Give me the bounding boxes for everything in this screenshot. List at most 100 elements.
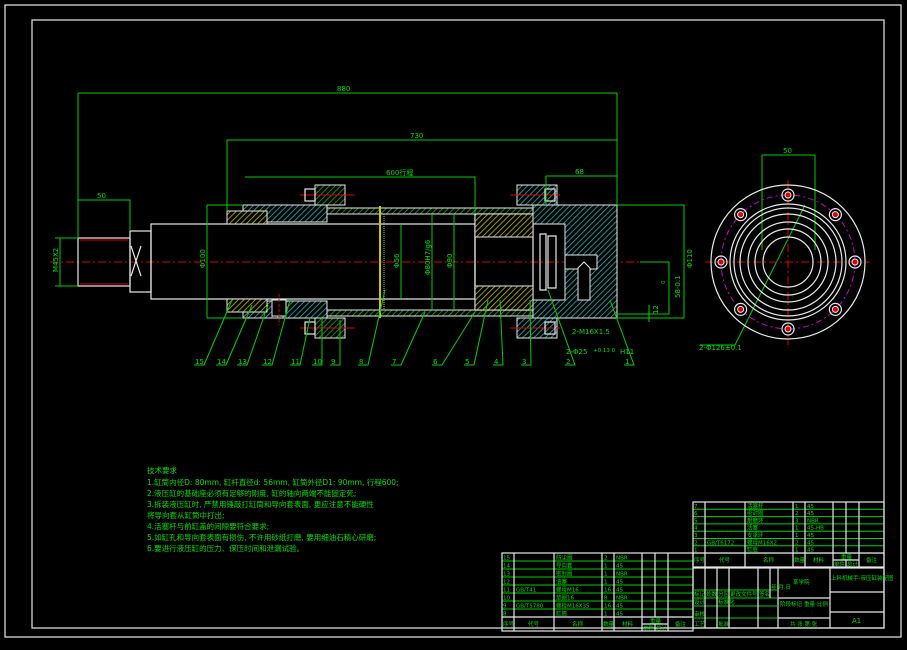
bom-mat: 45 [616,564,623,570]
bom-mat: 45 [616,580,623,586]
leader-line [493,299,504,366]
cylinder-tube-bottom [326,309,541,317]
dim-d100: Φ100 [199,249,207,268]
dim-58: 58-0.1 [674,275,682,298]
bolt-head-icon [714,255,728,269]
dim-50: 50 [97,192,106,200]
bom-no: 5 [694,518,698,524]
bom-qty: 1 [795,533,799,539]
drawing-frame [31,19,885,629]
cylinder-tube-top [326,207,541,215]
bom-header-mat: 材料 [813,556,825,564]
balloon-label: 12 [263,358,272,366]
bom-mat: 45 [807,511,814,517]
bom-no: 11 [503,588,510,594]
bom-header-no: 序号 [694,556,706,564]
bom-qty: 16 [604,588,611,594]
bom-header-total: 总计 [847,560,859,568]
note-line: 6.要进行液压缸的压力、保压时间和泄漏试验。 [147,543,304,553]
bom-header-single: 单件 [643,624,655,632]
bom-mat: 45 [616,612,623,618]
bom-header-single: 单件 [834,560,846,568]
balloon-label: 9 [331,358,335,366]
bolt-head-icon [828,208,842,222]
tb-approve: 批准 [718,620,730,628]
balloon-label: 15 [195,358,204,366]
balloon-label: 3 [522,358,526,366]
bolt-head-icon [734,208,748,222]
bom-header-name: 名称 [572,620,584,628]
bom-mat: 45 [807,533,814,539]
bom-qty: 2 [604,556,608,562]
dim-thread: M45X2 [52,248,60,272]
bom-header-no: 序号 [503,620,515,628]
tb-count: 处数 [706,590,718,598]
balloon-label: 13 [238,358,247,366]
bom-no: 10 [503,596,510,602]
bom-name: 螺母M16 [556,586,579,594]
bom-name: 防尘圈 [556,554,573,562]
guide-sleeve-bottom [226,298,268,313]
bolt-head-icon [781,188,795,202]
tb-sign: 签名 [759,590,770,598]
bolt-head-icon [848,255,862,269]
bom-name: 支承环 [747,531,764,539]
bom-name: 耐磨环 [747,516,764,524]
bom-mat: 45 [807,540,814,546]
bom-header-remark: 备注 [675,620,687,628]
dim-hole: 2-Φ25 [566,348,587,356]
dim-d56: Φ56 [393,253,401,268]
bom-name: 螺栓M16X35 [556,602,590,610]
bom-qty: 2 [795,540,799,546]
bom-qty: 1 [795,548,799,554]
bom-no: 12 [503,580,510,586]
bom-qty: 1 [604,612,608,618]
dim-hole-fit: H11 [620,348,634,356]
leader-line [391,311,426,366]
bom-qty: 1 [604,564,608,570]
leader-line [547,289,576,366]
tb-stage: 阶段标记 [780,600,803,608]
dim-hole-tol: +0.13 0 [593,348,616,354]
bom-qty: 1 [795,504,799,510]
dim-bolt-circle: 2-Φ126±0.1 [699,344,742,352]
dim-side-50: 50 [783,147,792,155]
note-line: 3.拆装液压缸时, 严禁用锤敲打缸筒和导向套表面, 更应注意不能硬性 [147,499,374,509]
dim-730: 730 [410,132,423,140]
guide-sleeve-top [226,210,268,225]
bom-qty: 1 [795,526,799,532]
bolt-head-icon [828,302,842,316]
dim-58-tol: 0 [661,280,667,284]
leader-line [262,299,291,366]
bom-no: 7 [694,504,698,510]
leader-line [358,289,386,366]
dim-68: 68 [575,168,584,176]
dimensions [55,92,816,346]
leader-line [521,299,532,366]
tb-process: 工艺 [694,621,706,628]
bom-header-weight: 重量 [650,617,662,625]
balloon-label: 11 [291,358,300,366]
bom-name: 缸筒 [556,610,568,618]
bom-mat: NBR [616,572,628,578]
bom-qty: 8 [604,596,608,602]
leader-line [216,304,253,366]
bom-no: 14 [503,564,510,570]
dim-d90: Φ90 [446,254,454,268]
bom-mat: NBR [616,596,628,602]
bom-qty: 16 [604,604,611,610]
bom-name: 密封圈 [556,570,573,578]
dim-d80: Φ80H7/g6 [424,239,432,275]
bom-header-name: 名称 [763,556,775,564]
bom-qty: 2 [795,511,799,517]
bom-name: 密封圈 [747,509,764,517]
oil-plug [271,299,287,317]
tb-check: 审核 [694,610,706,618]
bom-name: 导向套 [556,562,573,570]
bom-mat: 45-HB [807,526,824,532]
leader-line [609,299,635,366]
bom-header-weight: 重量 [841,553,853,561]
bolt-head-icon [734,302,748,316]
bom-name: 活塞 [747,524,759,532]
